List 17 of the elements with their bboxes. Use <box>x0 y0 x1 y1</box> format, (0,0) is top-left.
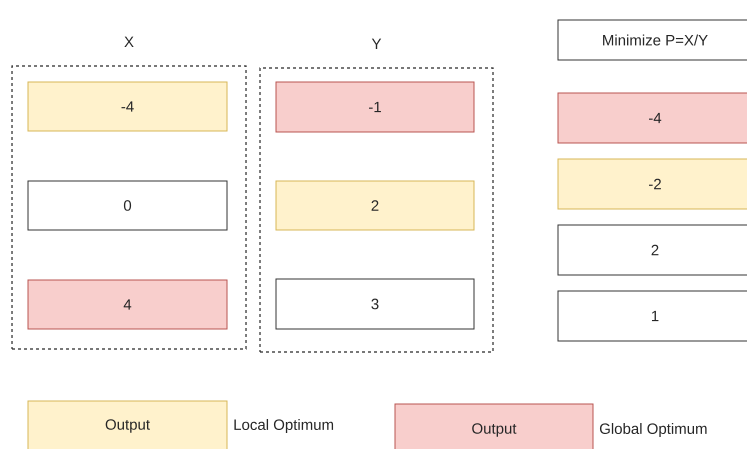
swatch-label: Output <box>472 423 516 437</box>
value-box: -4 <box>28 82 228 132</box>
value-box: 2 <box>558 224 747 276</box>
value-box: Minimize P=X/Y <box>558 20 747 60</box>
value-box: -4 <box>558 92 747 144</box>
swatch-label: Output <box>106 419 150 433</box>
legend-label: Global Optimum <box>600 423 707 437</box>
value-box: 1 <box>558 290 747 342</box>
value-box: 4 <box>28 280 228 330</box>
value-box: -1 <box>276 82 474 132</box>
value-box: 0 <box>28 180 228 230</box>
value-box: 2 <box>276 180 474 230</box>
group-heading: Y <box>372 38 382 49</box>
value-box: 3 <box>276 278 474 330</box>
value-box: -2 <box>558 158 747 210</box>
legend-label: Local Optimum <box>234 419 334 433</box>
group-heading: X <box>124 36 134 47</box>
